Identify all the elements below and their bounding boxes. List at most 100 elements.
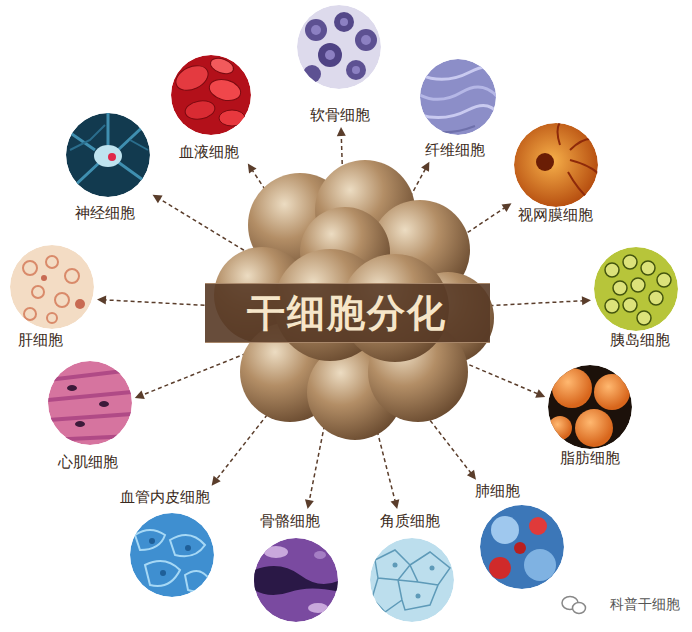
nerve-cell-picture-part bbox=[66, 113, 150, 190]
liver-cell-picture-part bbox=[46, 256, 58, 268]
cell-label: 血管内皮细胞 bbox=[120, 488, 210, 506]
cell-label: 胰岛细胞 bbox=[610, 331, 670, 349]
dashed-arrow bbox=[490, 296, 592, 305]
cell-label: 纤维细胞 bbox=[425, 141, 485, 159]
cell-label: 肺细胞 bbox=[475, 482, 520, 500]
cell-type-node: 肺细胞 bbox=[475, 482, 565, 589]
lung-cell-picture-part bbox=[514, 542, 526, 554]
cartilage-cell-picture-part bbox=[346, 60, 366, 80]
islet-cell-picture-part bbox=[605, 299, 619, 313]
fat-cell-picture-part bbox=[548, 365, 632, 449]
blood-cell-picture-part bbox=[207, 76, 243, 104]
keratinocyte-picture-part bbox=[393, 563, 398, 568]
cell-label: 血液细胞 bbox=[179, 143, 239, 161]
cartilage-cell-picture-part bbox=[361, 35, 371, 45]
retina-cell-picture-part bbox=[536, 153, 554, 171]
cardiac-cell-picture bbox=[48, 361, 132, 445]
liver-cell-picture-part bbox=[75, 299, 85, 309]
fibroblast-picture-part bbox=[420, 59, 496, 135]
cartilage-cell-picture-part bbox=[318, 43, 342, 67]
cell-type-node: 骨骼细胞 bbox=[254, 512, 338, 622]
liver-cell-picture-part bbox=[32, 286, 44, 298]
cartilage-cell-picture-part bbox=[311, 25, 321, 35]
lung-cell-picture-part bbox=[489, 557, 511, 579]
cell-label: 软骨细胞 bbox=[310, 106, 370, 124]
islet-cell-picture-part bbox=[649, 291, 663, 305]
blood-cell-picture-part bbox=[171, 55, 251, 135]
liver-cell-picture-part bbox=[23, 261, 37, 275]
lung-cell-picture-part bbox=[529, 517, 547, 535]
endothelial-cell-picture-part bbox=[160, 570, 166, 576]
endothelial-cell-picture-part bbox=[185, 545, 191, 551]
keratinocyte-picture-part bbox=[430, 566, 435, 571]
cartilage-cell-picture-part bbox=[325, 50, 335, 60]
fat-cell-picture bbox=[548, 365, 632, 449]
liver-cell-picture-part bbox=[65, 269, 79, 283]
islet-cell-picture-part bbox=[657, 273, 671, 287]
islet-cell-picture-part bbox=[613, 281, 627, 295]
arrow-head bbox=[467, 470, 476, 480]
nerve-cell-picture-part bbox=[66, 113, 150, 197]
blood-cell-picture bbox=[171, 55, 251, 135]
arrow-head bbox=[502, 203, 512, 212]
cell-type-node: 肝细胞 bbox=[10, 245, 94, 349]
cardiac-cell-picture-part bbox=[99, 401, 109, 407]
cell-type-node: 脂肪细胞 bbox=[548, 365, 632, 467]
arrow-head bbox=[337, 127, 346, 136]
cardiac-cell-picture-part bbox=[67, 385, 77, 391]
fat-cell-picture-part bbox=[552, 368, 592, 408]
watermark-icon bbox=[562, 597, 586, 614]
islet-cell-picture-part bbox=[631, 278, 645, 292]
cell-type-node: 视网膜细胞 bbox=[514, 123, 598, 224]
islet-cell-picture-part bbox=[637, 311, 651, 325]
arrow-head bbox=[421, 162, 429, 172]
dashed-arrow bbox=[97, 295, 205, 305]
islet-cell-picture-part bbox=[641, 261, 655, 275]
keratinocyte-picture bbox=[370, 538, 454, 622]
center-band: 干细胞分化 bbox=[205, 283, 490, 343]
arrow-head bbox=[97, 295, 106, 304]
arrow-head bbox=[305, 499, 314, 509]
cartilage-cell-picture-part bbox=[303, 65, 321, 83]
islet-cell-picture-part bbox=[623, 298, 637, 312]
islet-cell-picture-part bbox=[594, 247, 678, 331]
retina-cell-picture bbox=[514, 122, 600, 207]
cell-type-node: 软骨细胞 bbox=[297, 5, 381, 124]
lung-cell-picture bbox=[480, 505, 564, 589]
cell-type-node: 胰岛细胞 bbox=[594, 247, 678, 349]
arrow-head bbox=[212, 476, 221, 486]
liver-cell-picture-part bbox=[47, 313, 57, 323]
fat-cell-picture-part bbox=[548, 416, 572, 440]
liver-cell-picture-part bbox=[24, 308, 36, 320]
arrow-head bbox=[391, 499, 400, 509]
fibroblast-picture bbox=[420, 59, 500, 135]
liver-cell-picture-part bbox=[10, 245, 94, 329]
dashed-line bbox=[105, 300, 205, 305]
lung-cell-picture-part bbox=[491, 516, 519, 544]
cell-label: 肝细胞 bbox=[18, 331, 63, 349]
endothelial-cell-picture bbox=[130, 513, 214, 597]
liver-cell-picture-part bbox=[55, 293, 69, 307]
cell-type-node: 纤维细胞 bbox=[420, 59, 496, 159]
bone-cell-picture-part bbox=[254, 566, 340, 595]
cell-type-node: 血管内皮细胞 bbox=[120, 488, 214, 597]
cell-label: 视网膜细胞 bbox=[518, 206, 593, 224]
arrow-head bbox=[153, 195, 163, 204]
center-title: 干细胞分化 bbox=[247, 291, 447, 335]
blood-cell-picture-part bbox=[172, 61, 212, 95]
islet-cell-picture-part bbox=[623, 255, 637, 269]
blood-cell-picture-part bbox=[184, 99, 217, 122]
arrow-head bbox=[135, 391, 145, 399]
cell-label: 角质细胞 bbox=[380, 512, 440, 530]
nerve-cell-picture bbox=[66, 113, 150, 197]
watermark-icon-part bbox=[573, 603, 586, 614]
cell-label: 脂肪细胞 bbox=[560, 449, 620, 467]
bone-cell-picture bbox=[254, 538, 340, 622]
cell-label: 心肌细胞 bbox=[58, 453, 118, 471]
cartilage-cell-picture-part bbox=[352, 66, 360, 74]
islet-cell-picture bbox=[594, 247, 678, 331]
keratinocyte-picture-part bbox=[372, 550, 450, 612]
cardiac-cell-picture-part bbox=[75, 421, 85, 427]
cell-label: 骨骼细胞 bbox=[260, 512, 320, 530]
